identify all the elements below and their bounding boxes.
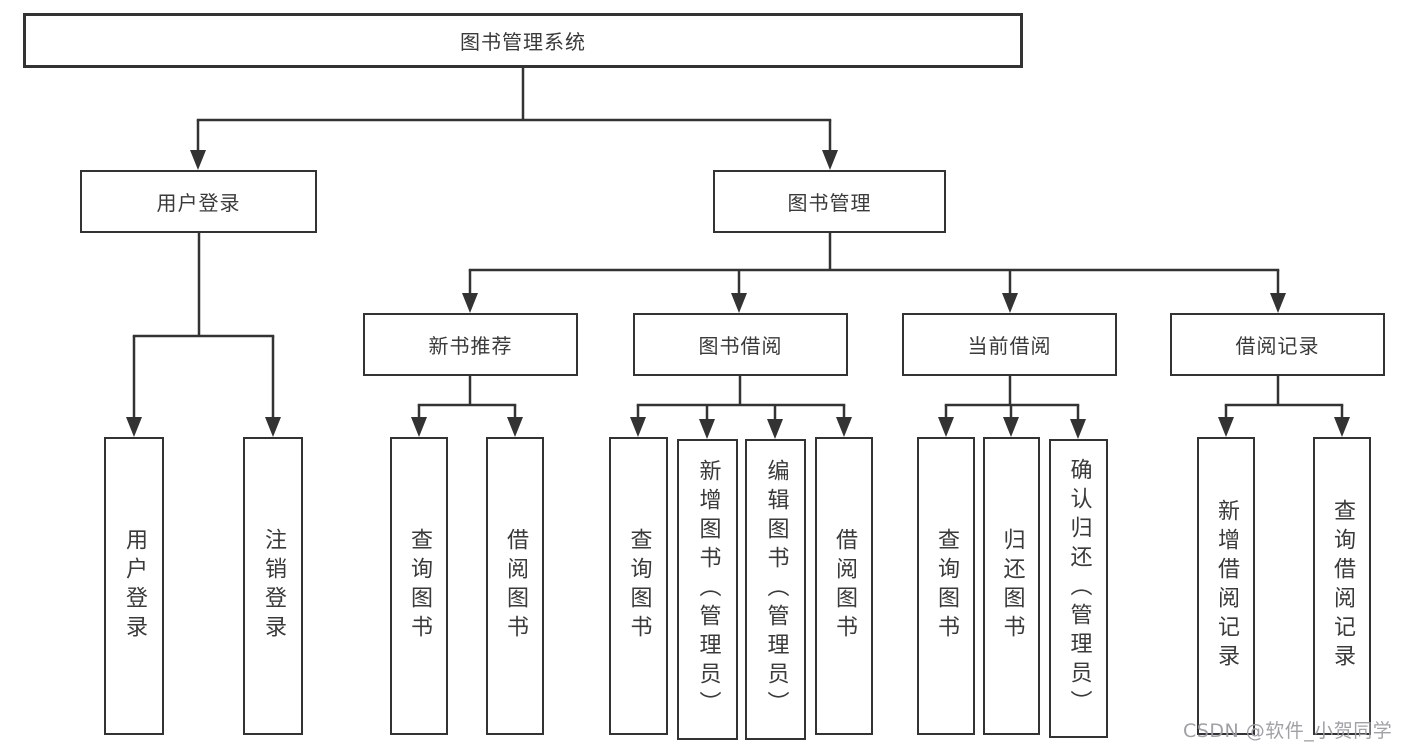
leaf-borrow-books: 借阅图书 xyxy=(486,437,544,735)
node-book-management: 图书管理 xyxy=(713,170,946,233)
node-user-login: 用户登录 xyxy=(80,170,317,233)
node-label: 查询图书 xyxy=(407,528,432,644)
node-label: 查询图书 xyxy=(934,528,959,644)
leaf-add-books-admin: 新增图书（管理员） xyxy=(677,439,738,740)
node-label: 确认归还（管理员） xyxy=(1066,458,1092,719)
node-label: 归还图书 xyxy=(999,528,1025,644)
node-label: 用户登录 xyxy=(122,528,147,644)
node-label: 当前借阅 xyxy=(967,334,1052,358)
node-label: 新增借阅记录 xyxy=(1214,499,1239,673)
leaf-logout: 注销登录 xyxy=(243,437,303,735)
node-label: 借阅图书 xyxy=(503,528,528,644)
node-label: 图书管理 xyxy=(787,191,872,215)
leaf-add-borrow-record: 新增借阅记录 xyxy=(1197,437,1255,735)
leaf-user-login: 用户登录 xyxy=(104,437,164,735)
node-label: 借阅记录 xyxy=(1235,334,1320,358)
connector-edges xyxy=(132,68,1344,421)
node-current-borrow: 当前借阅 xyxy=(902,313,1117,376)
leaf-return-books: 归还图书 xyxy=(983,437,1040,735)
node-book-borrow: 图书借阅 xyxy=(633,313,848,376)
node-label: 图书借阅 xyxy=(698,334,783,358)
node-label: 查询借阅记录 xyxy=(1330,499,1355,673)
node-label: 新增图书（管理员） xyxy=(695,459,721,720)
node-label: 图书管理系统 xyxy=(460,30,586,54)
leaf-confirm-return-admin: 确认归还（管理员） xyxy=(1049,439,1108,738)
leaf-query-books: 查询图书 xyxy=(609,437,668,735)
node-label: 注销登录 xyxy=(261,528,286,644)
node-borrow-records: 借阅记录 xyxy=(1170,313,1385,376)
node-label: 用户登录 xyxy=(156,191,241,215)
leaf-edit-books-admin: 编辑图书（管理员） xyxy=(745,439,806,740)
node-label: 新书推荐 xyxy=(428,334,513,358)
leaf-query-books: 查询图书 xyxy=(390,437,448,735)
node-label: 编辑图书（管理员） xyxy=(763,459,789,720)
leaf-query-borrow-record: 查询借阅记录 xyxy=(1313,437,1371,735)
node-label: 查询图书 xyxy=(626,528,652,644)
node-label: 借阅图书 xyxy=(832,528,857,644)
leaf-query-books: 查询图书 xyxy=(917,437,975,735)
arrowheads xyxy=(126,150,1350,439)
leaf-borrow-books: 借阅图书 xyxy=(815,437,873,735)
csdn-watermark: CSDN @软件_小贺同学 xyxy=(1183,720,1393,742)
node-library-management-system: 图书管理系统 xyxy=(23,13,1023,68)
node-new-book-recommend: 新书推荐 xyxy=(363,313,578,376)
